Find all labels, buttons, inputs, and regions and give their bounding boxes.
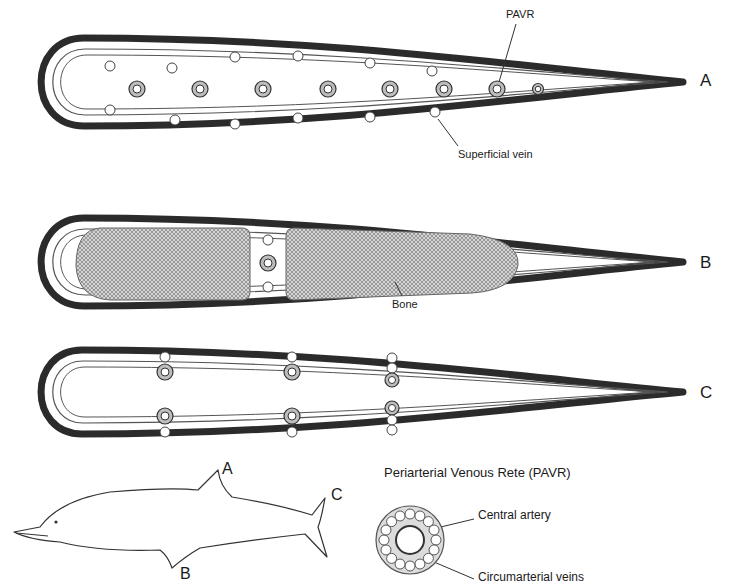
blubber-line: [53, 361, 668, 423]
superficial-vein: [287, 352, 297, 362]
superficial-vein: [387, 425, 397, 435]
circumarterial-vein: [379, 535, 389, 545]
location-letter: B: [180, 565, 191, 583]
superficial-vein: [167, 63, 177, 73]
part-name: Circumarterial veins: [478, 571, 584, 584]
pavr-vessel: [489, 81, 505, 97]
section-letter: C: [700, 384, 712, 403]
superficial-vein: [160, 352, 170, 362]
superficial-vein: [105, 105, 115, 115]
core-line: [61, 55, 655, 109]
part-name: Bone: [392, 298, 418, 310]
location-letter: A: [222, 460, 233, 478]
circumarterial-vein: [431, 535, 441, 545]
superficial-vein: [170, 115, 180, 125]
fluke-section: [41, 350, 683, 437]
superficial-vein: [387, 353, 397, 363]
pavr-artery: [386, 85, 394, 93]
pavr-vessel: [382, 81, 398, 97]
pavr-vessel: [157, 364, 173, 380]
central-artery: [396, 526, 424, 554]
bone: [76, 228, 250, 300]
superficial-vein: [230, 52, 240, 62]
dorsal-fin-section: [41, 38, 683, 129]
pavr-artery: [493, 85, 501, 93]
circumarterial-vein: [415, 559, 425, 569]
part-name: Central artery: [478, 509, 551, 522]
leader-line: [499, 24, 516, 82]
location-letter: C: [331, 486, 343, 504]
pavr-ring: [376, 506, 444, 574]
pavr-detail: [376, 506, 444, 574]
dolphin-body: [14, 470, 327, 568]
pavr-artery: [196, 85, 204, 93]
superficial-vein: [365, 58, 375, 68]
pavr-artery: [161, 368, 169, 376]
pavr-artery: [161, 412, 169, 420]
superficial-vein: [287, 427, 297, 437]
pavr-vessel: [255, 81, 271, 97]
pavr-artery: [324, 85, 332, 93]
circumarterial-vein: [405, 561, 415, 571]
pavr-vessel: [157, 408, 173, 424]
pavr-vessel: [385, 401, 399, 415]
superficial-vein: [263, 235, 273, 245]
pavr-vessel: [192, 81, 208, 97]
skin-outline: [41, 38, 683, 126]
dolphin-outline: [14, 470, 327, 568]
dolphin-eye: [54, 520, 57, 523]
blubber-line: [53, 49, 668, 115]
superficial-vein: [427, 66, 437, 76]
skin-outline: [41, 218, 683, 306]
circumarterial-vein: [405, 509, 415, 519]
superficial-vein: [230, 119, 240, 129]
leader-line: [438, 119, 458, 146]
pavr-vessel: [129, 81, 145, 97]
superficial-vein: [430, 107, 440, 117]
superficial-vein: [293, 113, 303, 123]
pavr-artery: [389, 377, 396, 384]
pavr-artery: [389, 405, 396, 412]
pavr-artery: [440, 85, 448, 93]
leader-line: [434, 562, 474, 579]
pavr-vessel: [385, 373, 399, 387]
circumarterial-vein: [381, 545, 391, 555]
superficial-vein: [263, 282, 273, 292]
dolphin-mouth: [16, 533, 48, 536]
leader-line: [395, 282, 402, 296]
pavr-vessel: [436, 81, 452, 97]
core-line: [61, 367, 655, 417]
superficial-vein: [387, 363, 397, 373]
detail-title: Periarterial Venous Rete (PAVR): [384, 466, 571, 480]
skin-outline: [41, 350, 683, 434]
part-name: PAVR: [506, 8, 534, 20]
circumarterial-vein: [429, 525, 439, 535]
pavr-vessel: [533, 84, 544, 95]
pavr-artery: [264, 259, 272, 267]
superficial-vein: [160, 427, 170, 437]
bone: [286, 228, 518, 300]
pavr-vessel: [260, 255, 276, 271]
superficial-vein: [387, 415, 397, 425]
pavr-vessel: [320, 81, 336, 97]
section-letter: B: [700, 254, 711, 273]
superficial-vein: [105, 61, 115, 71]
pavr-artery: [288, 368, 296, 376]
pavr-vessel: [284, 364, 300, 380]
section-letter: A: [700, 72, 711, 91]
part-name: Superficial vein: [458, 148, 533, 160]
flipper-section: [41, 218, 683, 306]
pavr-artery: [535, 86, 541, 92]
superficial-vein: [365, 112, 375, 122]
pavr-artery: [133, 85, 141, 93]
superficial-vein: [293, 51, 303, 61]
pavr-artery: [259, 85, 267, 93]
pavr-vessel: [284, 408, 300, 424]
circumarterial-vein: [395, 511, 405, 521]
pavr-artery: [288, 412, 296, 420]
